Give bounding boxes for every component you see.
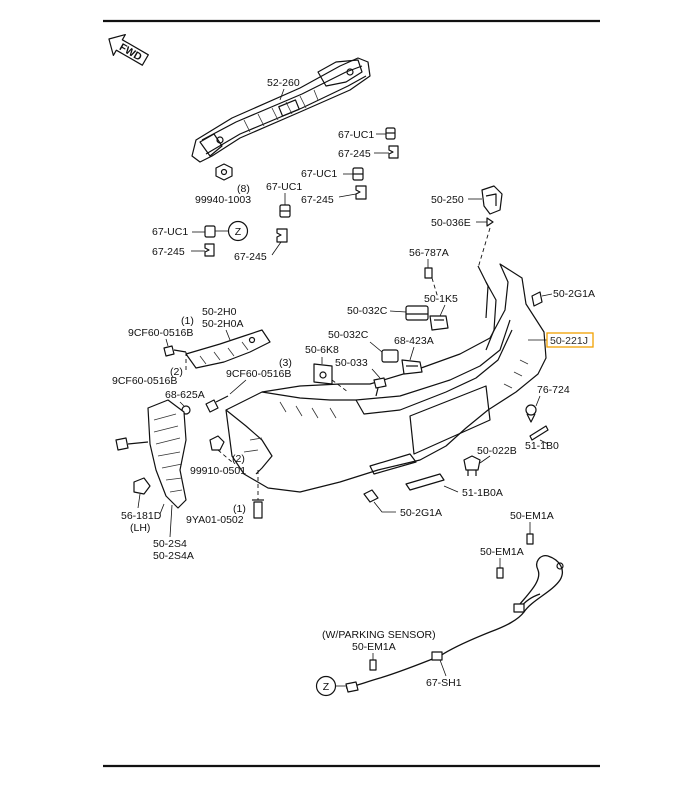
label-50-221j: 50-221J	[550, 335, 588, 347]
label-67-uc1-d: 67-UC1	[152, 226, 188, 238]
label-qty-8: (8)	[237, 183, 250, 195]
label-99910-0501: 99910-0501	[190, 465, 246, 477]
label-67-245-d: 67-245	[234, 251, 267, 263]
label-50-2g1a-a: 50-2G1A	[553, 288, 595, 300]
label-56-787a: 56-787A	[409, 247, 449, 259]
bracket-50-032c-a[interactable]	[405, 305, 429, 321]
bolt-9cf60-0516b-b[interactable]	[205, 395, 229, 413]
label-52-260: 52-260	[267, 77, 300, 89]
label-9cf60-0516b-a: 9CF60-0516B	[128, 327, 193, 339]
label-67-uc1-b: 67-UC1	[301, 168, 337, 180]
label-50-032c-b: 50-032C	[328, 329, 369, 341]
clip-67-245-d[interactable]	[276, 228, 288, 243]
bracket-50-2h0[interactable]	[185, 329, 271, 369]
label-67-uc1-c: 67-UC1	[266, 181, 302, 193]
label-67-sh1: 67-SH1	[426, 677, 462, 689]
label-9cf60-0516b-b: 9CF60-0516B	[226, 368, 291, 380]
clip-50-em1a-a[interactable]	[526, 533, 534, 545]
label-50-2s4: 50-2S4	[153, 538, 187, 550]
clip-56-787a[interactable]	[424, 267, 433, 279]
label-50-1k5: 50-1K5	[424, 293, 458, 305]
clip-67-245-b[interactable]	[355, 185, 367, 200]
bracket-50-032c-b[interactable]	[381, 349, 399, 363]
clip-50-em1a-c[interactable]	[369, 659, 377, 671]
bracket-50-250[interactable]	[481, 185, 503, 215]
label-qty-1-b: (1)	[233, 503, 246, 515]
bolt-left[interactable]	[115, 437, 149, 451]
bolt-9cf60-0516b-a[interactable]	[163, 345, 187, 357]
label-50-em1a-c: 50-EM1A	[352, 641, 396, 653]
rear-bumper-part[interactable]	[225, 263, 547, 493]
label-50-2g1a-b: 50-2G1A	[400, 507, 442, 519]
label-50-221j-highlight	[546, 332, 594, 348]
clip-67-uc1-c[interactable]	[279, 204, 291, 218]
label-51-1b0a: 51-1B0A	[462, 487, 503, 499]
nut-99940-1003[interactable]	[215, 163, 233, 181]
ref-z-circle-b[interactable]: Z	[315, 675, 337, 697]
label-67-245-a: 67-245	[338, 148, 371, 160]
label-76-724: 76-724	[537, 384, 570, 396]
label-50-2s4a: 50-2S4A	[153, 550, 194, 562]
label-50-250: 50-250	[431, 194, 464, 206]
label-qty-2-a: (2)	[170, 366, 183, 378]
label-50-em1a-b: 50-EM1A	[480, 546, 524, 558]
label-50-em1a-a: 50-EM1A	[510, 510, 554, 522]
label-9cf60-0516b-c: 9CF60-0516B	[112, 375, 177, 387]
screw-50-033[interactable]	[373, 377, 387, 397]
label-50-032c-a: 50-032C	[347, 305, 388, 317]
reflector-51-1b0a[interactable]	[405, 473, 445, 491]
side-bracket-50-2s4[interactable]	[147, 399, 187, 509]
label-50-033: 50-033	[335, 357, 368, 369]
label-9ya01-0502: 9YA01-0502	[186, 514, 244, 526]
z-b-label: Z	[323, 681, 330, 693]
label-56-181d: 56-181D	[121, 510, 162, 522]
label-67-245-b: 67-245	[301, 194, 334, 206]
nut-99910-0501[interactable]	[209, 435, 225, 451]
parking-sensor-harness[interactable]	[345, 555, 564, 693]
label-50-2h0a: 50-2H0A	[202, 318, 243, 330]
label-99940-1003: 99940-1003	[195, 194, 251, 206]
reflector-51-1b0[interactable]	[529, 425, 549, 441]
label-qty-2-b: (2)	[232, 453, 245, 465]
fastener-50-022b[interactable]	[463, 455, 481, 476]
label-lh: (LH)	[130, 522, 150, 534]
screw-50-036e[interactable]	[486, 217, 494, 227]
clip-67-uc1-b[interactable]	[352, 167, 364, 181]
label-50-2h0: 50-2H0	[202, 306, 237, 318]
bolt-9ya01-0502[interactable]	[252, 499, 264, 519]
clip-68-423a[interactable]	[401, 359, 423, 375]
bracket-50-6k8[interactable]	[313, 363, 333, 385]
label-50-6k8: 50-6K8	[305, 344, 339, 356]
clip-67-uc1-a[interactable]	[385, 127, 396, 140]
sensor-76-724[interactable]	[525, 404, 537, 423]
label-68-423a: 68-423A	[394, 335, 434, 347]
label-qty-1-a: (1)	[181, 315, 194, 327]
label-w-parking-sensor: (W/PARKING SENSOR)	[322, 629, 436, 641]
fwd-arrow-icon	[108, 34, 149, 66]
clip-67-245-c[interactable]	[204, 243, 215, 257]
clip-56-181d[interactable]	[133, 477, 151, 495]
ref-z-circle-a[interactable]: Z	[227, 220, 249, 242]
label-51-1b0: 51-1B0	[525, 440, 559, 452]
label-68-625a: 68-625A	[165, 389, 205, 401]
label-67-uc1-a: 67-UC1	[338, 129, 374, 141]
clip-67-uc1-d[interactable]	[204, 225, 216, 238]
z-a-label: Z	[235, 226, 242, 238]
clip-50-em1a-b[interactable]	[496, 567, 504, 579]
reinforcement-beam-part[interactable]	[191, 57, 371, 163]
seal-50-2g1a-a[interactable]	[531, 291, 543, 307]
seal-50-2g1a-b[interactable]	[363, 489, 379, 503]
label-67-245-c: 67-245	[152, 246, 185, 258]
label-50-022b: 50-022B	[477, 445, 517, 457]
bracket-50-1k5[interactable]	[429, 315, 449, 331]
label-50-036e: 50-036E	[431, 217, 471, 229]
label-qty-3: (3)	[279, 357, 292, 369]
clip-67-245-a[interactable]	[388, 145, 399, 159]
